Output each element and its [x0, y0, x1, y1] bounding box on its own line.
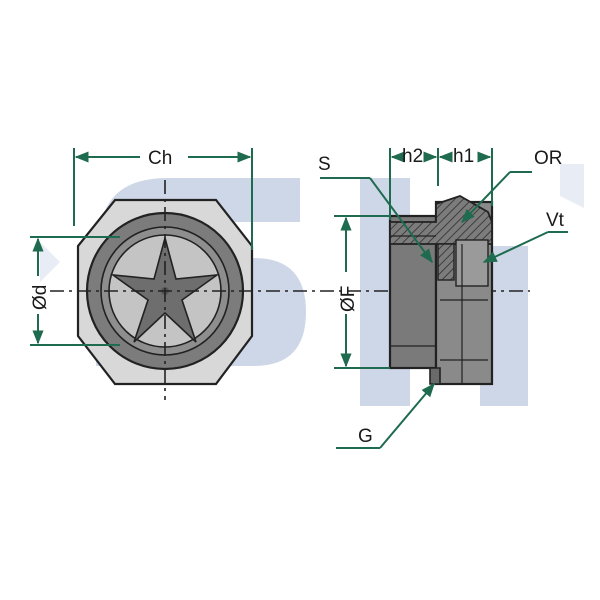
label-h2: h2	[402, 146, 423, 167]
top-flange-section	[389, 195, 493, 245]
label-s: S	[318, 154, 331, 175]
label-vt: Vt	[546, 210, 565, 231]
leader-vt: Vt	[482, 210, 568, 263]
dimension-d: Ød	[30, 236, 120, 346]
dimension-f: ØF	[334, 215, 390, 369]
watermark-corner-left	[40, 242, 60, 282]
leader-or: OR	[461, 148, 563, 224]
side-view	[388, 195, 494, 386]
label-or: OR	[534, 148, 563, 169]
dimension-h: h2 h1	[389, 146, 493, 220]
label-h1: h1	[453, 146, 474, 167]
leader-g: G	[336, 382, 435, 449]
label-d: Ød	[30, 285, 51, 310]
watermark-corner-right	[560, 164, 584, 208]
label-g: G	[358, 426, 373, 447]
label-f: ØF	[338, 286, 359, 312]
glass-section	[455, 239, 489, 287]
label-ch: Ch	[148, 148, 172, 169]
dimension-ch: Ch	[73, 148, 253, 250]
o-ring-section	[437, 243, 455, 281]
leader-s: S	[318, 154, 433, 264]
bottom-flange	[429, 367, 441, 385]
